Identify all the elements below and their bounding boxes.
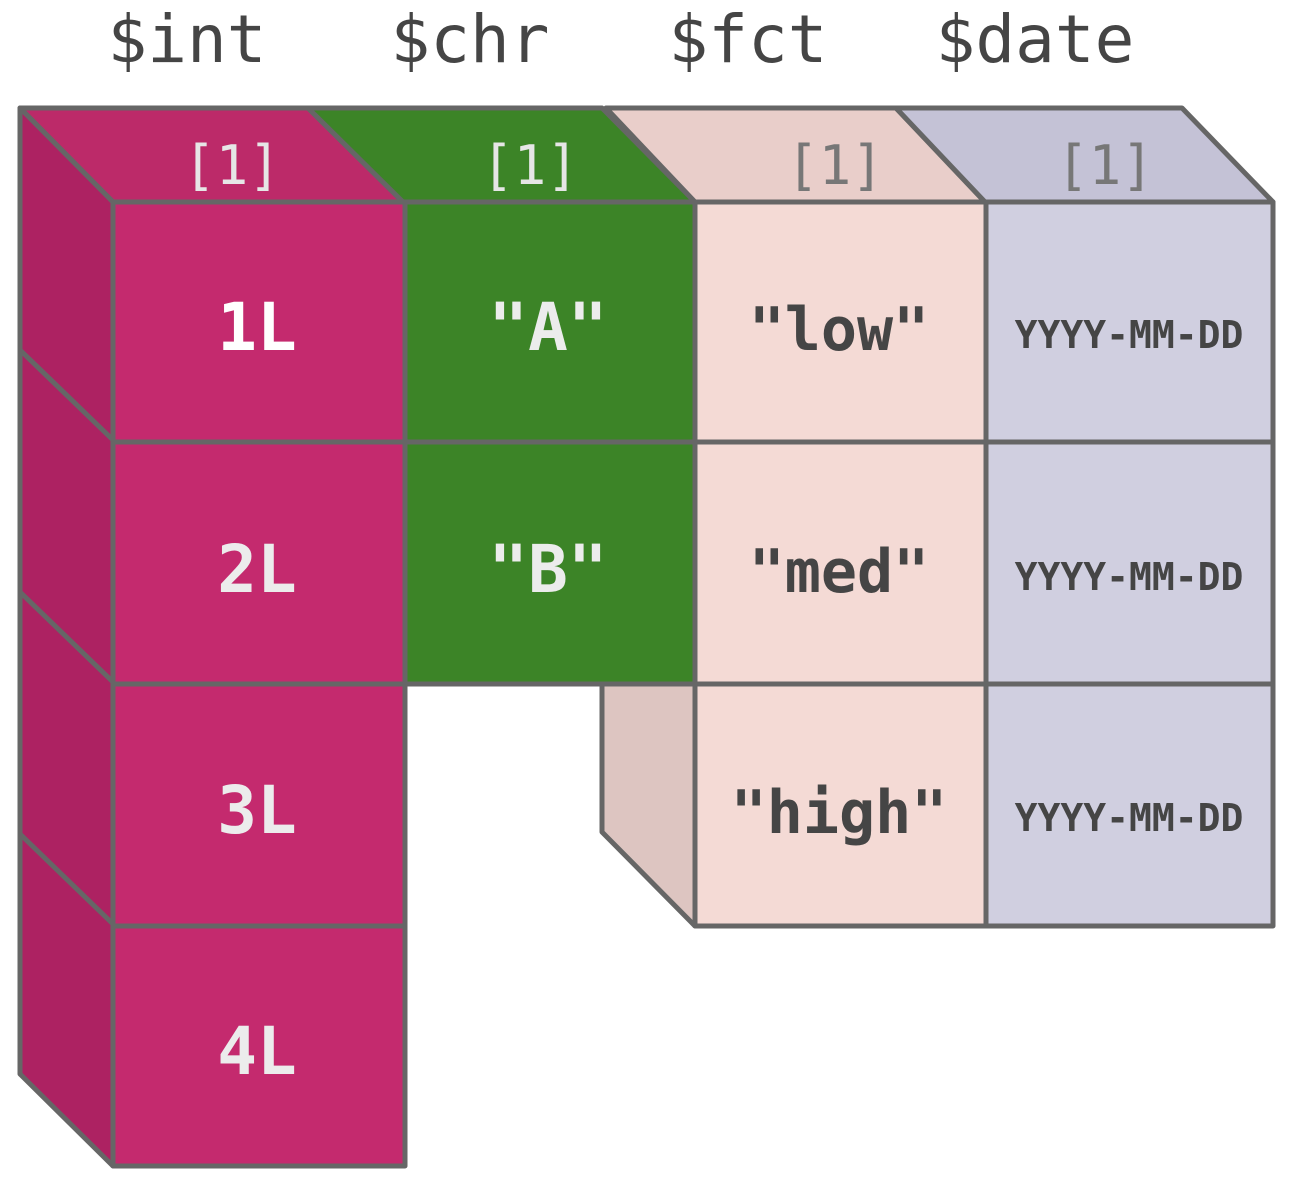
date-index-label: [1] [1056,134,1154,197]
date-value: YYYY-MM-DD [1015,313,1244,357]
int-cell [110,681,408,929]
int-side-divider [18,590,115,684]
fct-index-label: [1] [786,134,884,197]
date-value: YYYY-MM-DD [1015,555,1244,599]
fct-value: "high" [731,778,948,848]
date-column: [1] YYYY-MM-DD YYYY-MM-DD YYYY-MM-DD [893,105,1276,929]
chr-value: "A" [488,289,607,366]
chr-cell [402,199,698,445]
int-cell [110,439,408,687]
int-index-label: [1] [183,134,281,197]
fct-side-face [599,681,698,929]
fct-cell [692,199,989,445]
date-cell [983,199,1276,445]
int-cell [110,923,408,1169]
int-side-divider [18,832,115,926]
int-side-divider [18,348,115,442]
fct-cell [692,681,989,929]
chr-index-label: [1] [481,134,579,197]
int-value: 2L [217,531,296,608]
date-cell [983,681,1276,929]
column-name-chr: $chr [391,1,550,78]
int-column: [1] 1L 2L 3L 4L [17,105,408,1169]
column-name-int: $int [108,1,267,78]
int-value: 4L [217,1013,296,1090]
column-name-date: $date [936,1,1135,78]
fct-cell [692,439,989,687]
column-name-fct: $fct [669,1,828,78]
fct-column: [1] "low" "med" "high" [599,105,989,929]
column-names: $int $chr $fct $date [108,1,1135,78]
date-cell [983,439,1276,687]
chr-cell [402,439,698,687]
int-value: 1L [217,289,296,366]
fct-value: "med" [749,537,930,607]
date-value: YYYY-MM-DD [1015,796,1244,840]
chr-value: "B" [488,531,607,608]
fct-value: "low" [749,295,930,365]
int-value: 3L [217,772,296,849]
chr-column: [1] "A" "B" [305,105,698,687]
